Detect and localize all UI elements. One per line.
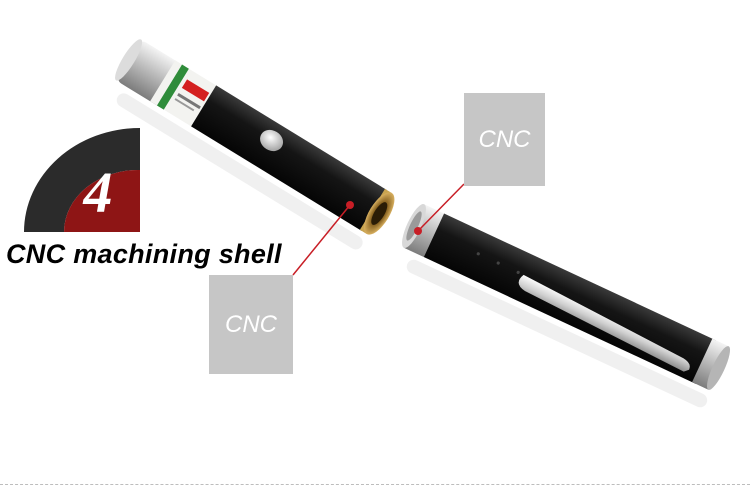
feature-number: 4 — [83, 160, 113, 225]
callout-box-top: CNC — [464, 93, 545, 186]
leader-dot-top — [414, 227, 422, 235]
callout-label-bottom: CNC — [225, 310, 277, 338]
laser-pointer-cap — [402, 204, 731, 408]
quarter-ring-badge — [24, 128, 140, 232]
feature-title: CNC machining shell — [6, 239, 282, 269]
leader-line-top — [417, 183, 465, 232]
callout-box-bottom: CNC — [209, 275, 293, 374]
footer-divider — [0, 484, 750, 485]
leader-dot-bottom — [346, 201, 354, 209]
callout-label-top: CNC — [478, 125, 531, 153]
laser-pointer-body — [115, 39, 395, 250]
leader-line-bottom — [292, 204, 351, 276]
